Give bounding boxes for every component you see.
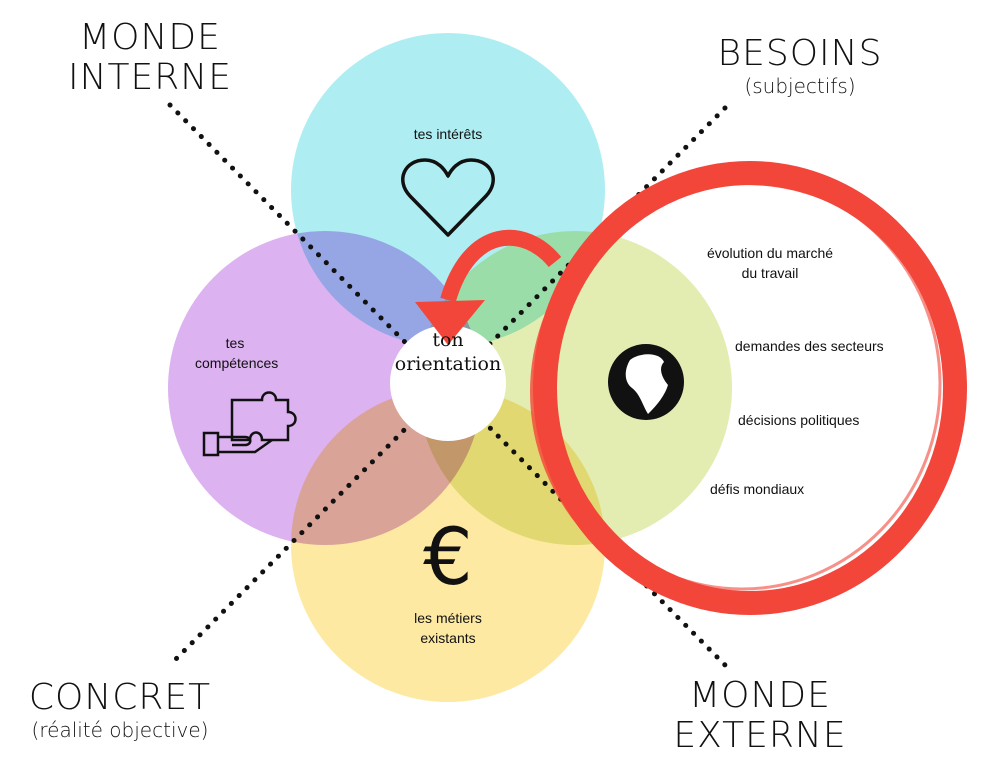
label-jobs: les métiers existants	[414, 610, 482, 646]
circle-world	[418, 231, 732, 545]
concret-title: CONCRET	[28, 677, 212, 718]
factor-sector-demand: demandes des secteurs	[735, 338, 884, 354]
red-swirl	[530, 161, 967, 615]
besoins-title: BESOINS	[717, 33, 883, 74]
factor-labour-market: évolution du marché du travail	[706, 245, 834, 281]
center-line2: orientation	[394, 353, 502, 375]
label-interests: tes intérêts	[413, 126, 483, 142]
factor-political-decisions: décisions politiques	[738, 412, 860, 428]
center-circle	[390, 325, 506, 441]
besoins-subtitle: (subjectifs)	[744, 74, 856, 98]
label-monde-externe: MONDE EXTERNE	[673, 675, 847, 756]
label-concret: CONCRET (réalité objective)	[15, 677, 225, 743]
puzzle-hand-icon	[202, 391, 297, 457]
center-line1: ton	[432, 329, 464, 351]
concret-subtitle: (réalité objective)	[31, 718, 209, 742]
venn-circles	[168, 33, 732, 702]
factor-global-challenges: défis mondiaux	[710, 481, 805, 497]
euro-icon: €	[423, 513, 473, 603]
globe-icon	[608, 344, 684, 420]
heart-icon	[401, 158, 495, 237]
label-skills: tes compétences	[195, 335, 279, 371]
center-label: ton orientation	[390, 328, 506, 376]
label-besoins: BESOINS (subjectifs)	[700, 33, 900, 99]
red-arrow-icon	[415, 229, 562, 345]
label-monde-interne: MONDE INTERNE	[68, 17, 232, 98]
